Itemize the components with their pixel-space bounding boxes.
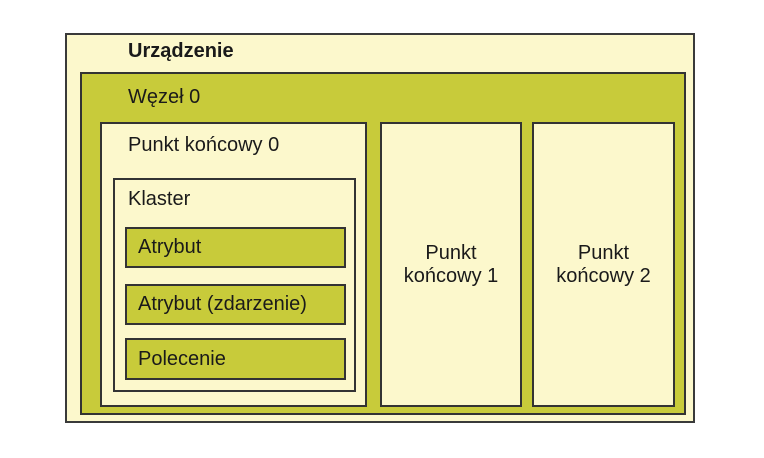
- cluster-item-attribute-event: Atrybut (zdarzenie): [125, 284, 346, 325]
- endpoint1-label: Punkt końcowy 1: [403, 241, 499, 287]
- cluster-item-attribute-label: Atrybut: [138, 236, 202, 258]
- device-label: Urządzenie: [128, 40, 234, 62]
- cluster-label: Klaster: [128, 188, 191, 210]
- cluster-item-attribute: Atrybut: [125, 227, 346, 268]
- endpoint1-box: Punkt końcowy 1: [380, 122, 522, 407]
- device-box: Urządzenie Węzeł 0 Punkt końcowy 0 Klast…: [65, 33, 695, 423]
- node-label: Węzeł 0: [128, 86, 201, 108]
- endpoint0-label: Punkt końcowy 0: [128, 134, 280, 156]
- cluster-item-attribute-event-label: Atrybut (zdarzenie): [138, 293, 307, 315]
- cluster-box: Klaster Atrybut Atrybut (zdarzenie) Pole…: [113, 178, 356, 392]
- node-box: Węzeł 0 Punkt końcowy 0 Klaster Atrybut …: [80, 72, 686, 415]
- endpoint2-box: Punkt końcowy 2: [532, 122, 675, 407]
- endpoint2-label: Punkt końcowy 2: [556, 241, 651, 287]
- cluster-item-command: Polecenie: [125, 338, 346, 380]
- cluster-item-command-label: Polecenie: [138, 347, 226, 370]
- endpoint0-box: Punkt końcowy 0 Klaster Atrybut Atrybut …: [100, 122, 367, 407]
